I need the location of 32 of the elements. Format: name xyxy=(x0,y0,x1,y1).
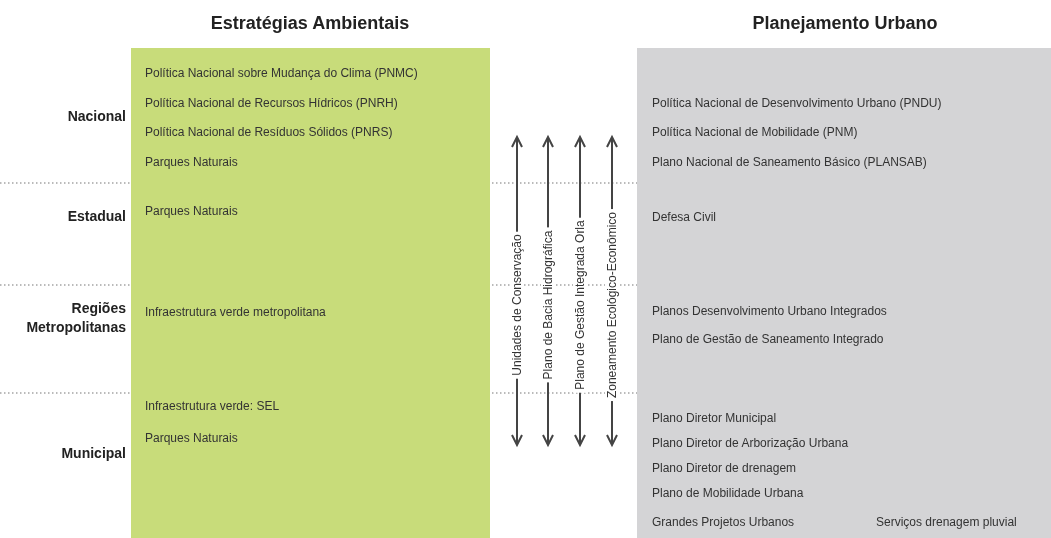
plan-item: Política Nacional sobre Mudança do Clima (PNMC) xyxy=(145,66,418,80)
arrow-label: Plano de Gestão Integrada Orla xyxy=(573,217,587,393)
level-label: Municipal xyxy=(60,443,126,463)
environmental-panel xyxy=(131,48,490,538)
plan-item: Plano de Gestão de Saneamento Integrado xyxy=(652,332,884,346)
arrow-label: Plano de Bacia Hidrográfica xyxy=(541,227,555,383)
plan-item: Política Nacional de Desenvolvimento Urbano (PNDU) xyxy=(652,96,942,110)
plan-item: Parques Naturais xyxy=(145,155,238,169)
level-label: Nacional xyxy=(66,106,126,126)
plan-item: Infraestrutura verde: SEL xyxy=(145,399,280,413)
plan-item: Planos Desenvolvimento Urbano Integrados xyxy=(652,304,887,318)
plan-item: Parques Naturais xyxy=(145,431,238,445)
column-heading: Planejamento Urbano xyxy=(752,13,938,34)
plan-item: Plano Diretor Municipal xyxy=(652,411,777,425)
level-label: Estadual xyxy=(66,206,126,226)
plan-item: Plano Diretor de drenagem xyxy=(652,461,797,475)
plan-item: Política Nacional de Mobilidade (PNM) xyxy=(652,125,858,139)
plan-item: Plano Diretor de Arborização Urbana xyxy=(652,436,849,450)
arrow-label: Zoneamento Ecológico-Econômico xyxy=(605,208,619,402)
plan-item: Plano de Mobilidade Urbana xyxy=(652,486,804,500)
column-heading: Estratégias Ambientais xyxy=(210,13,410,34)
plan-item: Serviços drenagem pluvial xyxy=(876,515,1017,529)
plan-item: Grandes Projetos Urbanos xyxy=(652,515,795,529)
plan-item: Parques Naturais xyxy=(145,204,238,218)
urban-planning-panel xyxy=(637,48,1051,538)
plan-item: Política Nacional de Recursos Hídricos (PNRH) xyxy=(145,96,398,110)
plan-item: Política Nacional de Resíduos Sólidos (PNRS) xyxy=(145,125,393,139)
plan-item: Infraestrutura verde metropolitana xyxy=(145,305,326,319)
level-label: Regiões Metropolitanas xyxy=(25,299,126,337)
plan-item: Defesa Civil xyxy=(652,210,717,224)
arrow-label: Unidades de Conservação xyxy=(510,231,524,379)
plan-item: Plano Nacional de Saneamento Básico (PLANSAB) xyxy=(652,155,927,169)
